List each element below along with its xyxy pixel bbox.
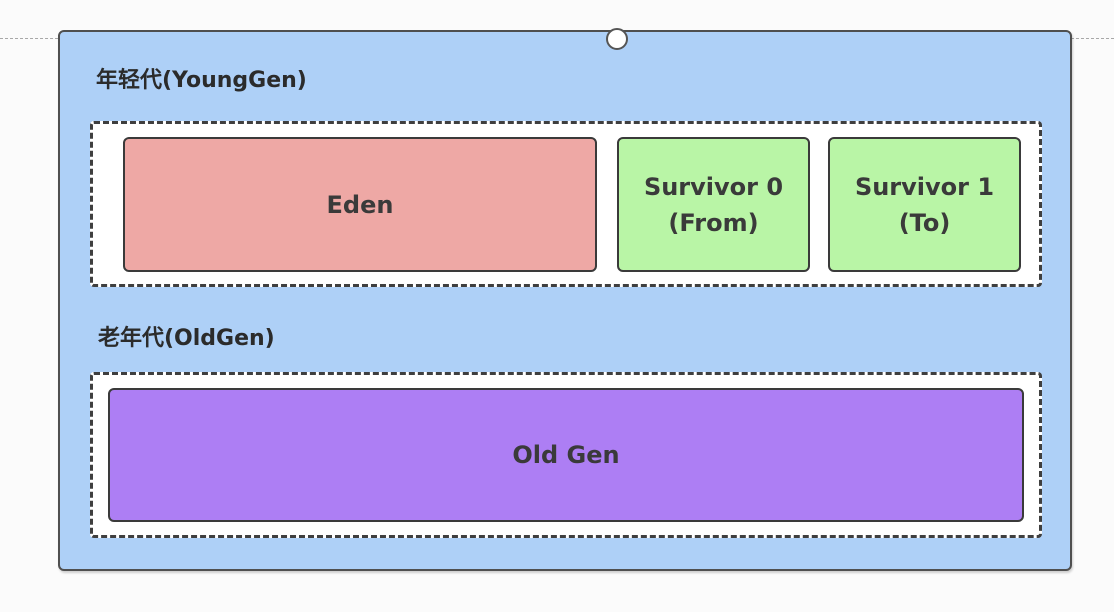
survivor-1-block[interactable]: Survivor 1 (To) [828,137,1021,272]
old-gen-block[interactable]: Old Gen [108,388,1024,522]
survivor-0-block[interactable]: Survivor 0 (From) [617,137,810,272]
resize-handle[interactable] [606,28,628,50]
eden-label: Eden [326,190,394,219]
survivor-1-role: (To) [898,208,951,237]
survivor-1-name: Survivor 1 [854,172,995,201]
old-gen-block-label: Old Gen [512,441,620,469]
survivor-0-role: (From) [668,208,759,237]
eden-block[interactable]: Eden [123,137,597,272]
young-gen-label: 年轻代(YoungGen) [96,68,307,93]
survivor-0-name: Survivor 0 [643,172,784,201]
old-gen-label: 老年代(OldGen) [98,326,275,351]
